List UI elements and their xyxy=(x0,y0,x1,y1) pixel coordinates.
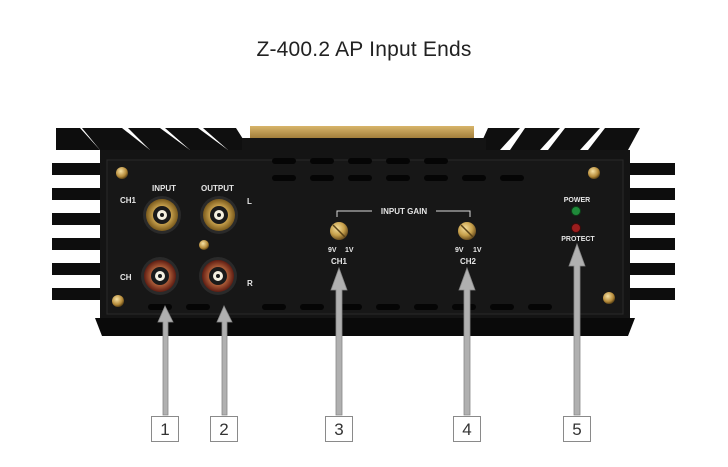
protect-led xyxy=(571,223,581,233)
ch-lower-label: CH xyxy=(120,273,132,282)
callout-arrows xyxy=(157,242,586,416)
faceplate xyxy=(106,159,624,315)
callout-4: 4 xyxy=(453,416,481,442)
ch1-gain-min-label: 9V xyxy=(328,247,337,254)
input-gain-label: INPUT GAIN xyxy=(381,207,427,216)
ch2-gain-max-label: 1V xyxy=(473,247,482,254)
protect-label: PROTECT xyxy=(561,236,595,243)
power-led xyxy=(571,206,581,216)
arrow-3 xyxy=(330,266,348,416)
callout-1: 1 xyxy=(151,416,179,442)
arrow-1 xyxy=(157,305,174,416)
arrow-5 xyxy=(568,242,586,416)
ch1-gain-label: CH1 xyxy=(331,257,348,266)
rca-input-ch2-bottom[interactable] xyxy=(141,257,179,295)
right-heatsink xyxy=(630,163,675,300)
output-label: OUTPUT xyxy=(201,184,234,193)
l-label: L xyxy=(247,197,252,206)
arrow-2 xyxy=(216,305,233,416)
gold-top-bar xyxy=(250,126,474,140)
r-label: R xyxy=(247,279,253,288)
rca-output-l-top[interactable] xyxy=(200,196,238,234)
callout-3: 3 xyxy=(325,416,353,442)
vent-slots-top xyxy=(272,158,524,181)
top-fins xyxy=(82,128,640,150)
page-title: Z-400.2 AP Input Ends xyxy=(256,38,472,61)
ch1-gain-max-label: 1V xyxy=(345,247,354,254)
vent-slots-bottom xyxy=(148,304,552,310)
rca-output-r-bottom[interactable] xyxy=(199,257,237,295)
ch2-gain-min-label: 9V xyxy=(455,247,464,254)
screws xyxy=(112,167,615,307)
input-label: INPUT xyxy=(152,184,176,193)
gain-knob-ch2[interactable] xyxy=(458,222,476,240)
input-gain-bracket xyxy=(336,210,471,217)
rca-input-ch1-top[interactable] xyxy=(143,196,181,234)
callout-5: 5 xyxy=(563,416,591,442)
arrow-4 xyxy=(458,266,476,416)
gain-knob-ch1[interactable] xyxy=(330,222,348,240)
ch1-left-label: CH1 xyxy=(120,196,137,205)
power-label: POWER xyxy=(564,197,590,204)
ch2-gain-label: CH2 xyxy=(460,257,477,266)
callout-2: 2 xyxy=(210,416,238,442)
left-heatsink xyxy=(52,128,100,300)
